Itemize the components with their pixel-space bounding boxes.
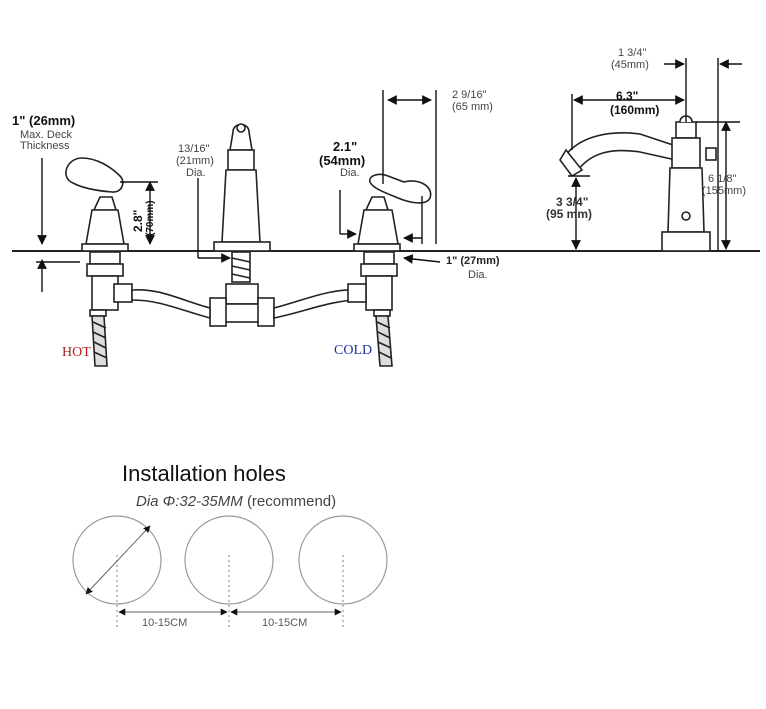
- spout-dia-label-3: Dia.: [186, 167, 206, 179]
- spout-height-label-1: 6 1/8": [708, 173, 737, 185]
- spout-clearance-label-1: 3 3/4": [556, 195, 589, 209]
- spout-reach-label-2: (160mm): [610, 103, 660, 117]
- shank-dia-label-1: 1" (27mm): [446, 255, 500, 267]
- left-connecting-hose: [131, 289, 211, 320]
- spout-height-label-2: (155mm): [702, 185, 747, 197]
- spacing-left-label: 10-15CM: [142, 617, 188, 629]
- spout-offset-label-1: 1 3/4": [618, 47, 647, 59]
- spout-dia-label-1: 13/16": [178, 143, 210, 155]
- handle-height-mm-label: (70mm): [145, 200, 156, 236]
- handle-spacing-label-2: (65 mm): [452, 101, 493, 113]
- hot-supply-hose: [91, 315, 108, 367]
- shank-dia-leader: [403, 254, 441, 264]
- handle-dia-label-3: Dia.: [340, 167, 360, 179]
- hot-valve-body: [86, 251, 133, 317]
- installation-hole-right: [298, 515, 388, 605]
- installation-hole-left: [72, 515, 162, 605]
- hot-handle: [65, 157, 129, 252]
- spout-clearance-label-2: (95 mm): [546, 207, 593, 221]
- spout-offset-label-2: (45mm): [611, 59, 649, 71]
- hole-diameter-recommend: (recommend): [246, 493, 337, 510]
- handle-spacing-label-1: 2 9/16": [452, 89, 487, 101]
- right-connecting-hose: [273, 289, 361, 319]
- handle-dia-label-1: 2.1": [333, 139, 358, 154]
- faucet-side-view: [559, 115, 717, 252]
- hole-diameter-arrow: [85, 525, 151, 595]
- hole-diameter-value: Dia Φ:32-35MM: [136, 493, 243, 510]
- cold-handle: [353, 173, 432, 252]
- installation-hole-center: [184, 515, 274, 605]
- deck-thickness-note-2: Thickness: [20, 140, 70, 152]
- shank-dia-label-2: Dia.: [468, 269, 488, 281]
- deck-thickness-label: 1" (26mm): [12, 113, 76, 128]
- handle-height-label: 2.8": [131, 209, 145, 232]
- installation-title: Installation holes: [122, 461, 286, 486]
- cold-valve-body: [347, 251, 398, 317]
- hole-diameter-note: Dia Φ:32-35MM (recommend): [136, 494, 336, 510]
- cold-supply-hose: [375, 315, 393, 367]
- spout-dia-label-2: (21mm): [176, 155, 214, 167]
- spacing-right-label: 10-15CM: [262, 617, 308, 629]
- spout-reach-label-1: 6.3": [616, 89, 639, 103]
- tee-connector: [209, 283, 275, 327]
- deck-thickness-note-1: Max. Deck: [20, 129, 72, 141]
- cold-label: COLD: [334, 343, 373, 358]
- spout-center: [213, 123, 271, 283]
- handle-dia-label-2: (54mm): [319, 153, 366, 168]
- hot-label: HOT: [62, 345, 91, 360]
